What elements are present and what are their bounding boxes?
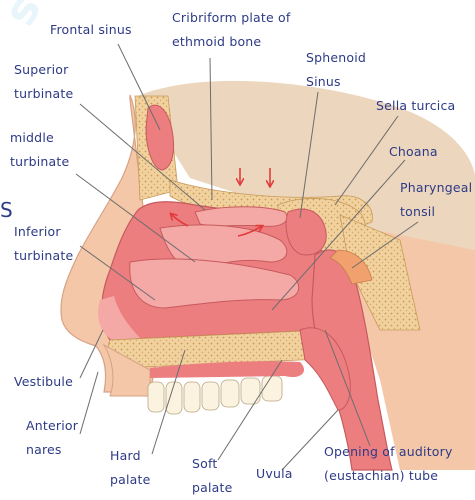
stray-letter: S [0, 198, 13, 222]
label-cribriform-plate: Cribriform plate of ethmoid bone [172, 6, 291, 54]
label-middle-turbinate: middle turbinate [10, 126, 69, 174]
label-uvula: Uvula [256, 462, 293, 486]
label-pharyngeal-tonsil: Pharyngeal tonsil [400, 176, 472, 224]
label-hard-palate: Hard palate [110, 444, 151, 492]
label-auditory-tube: Opening of auditory (eustachian) tube [324, 440, 453, 488]
label-vestibule: Vestibule [14, 370, 73, 394]
superior-turbinate-shape [195, 207, 287, 227]
label-soft-palate: Soft palate [192, 452, 233, 500]
label-sella-turcica: Sella turcica [376, 94, 455, 118]
label-anterior-nares: Anterior nares [26, 414, 78, 462]
label-sphenoid-sinus: Sphenoid Sinus [306, 46, 366, 94]
label-superior-turbinate: Superior turbinate [14, 58, 73, 106]
teeth [148, 376, 282, 414]
leader-anterior-nares [80, 372, 98, 434]
label-choana: Choana [389, 140, 438, 164]
label-frontal-sinus: Frontal sinus [50, 18, 132, 42]
label-inferior-turbinate: Inferior turbinate [14, 220, 73, 268]
